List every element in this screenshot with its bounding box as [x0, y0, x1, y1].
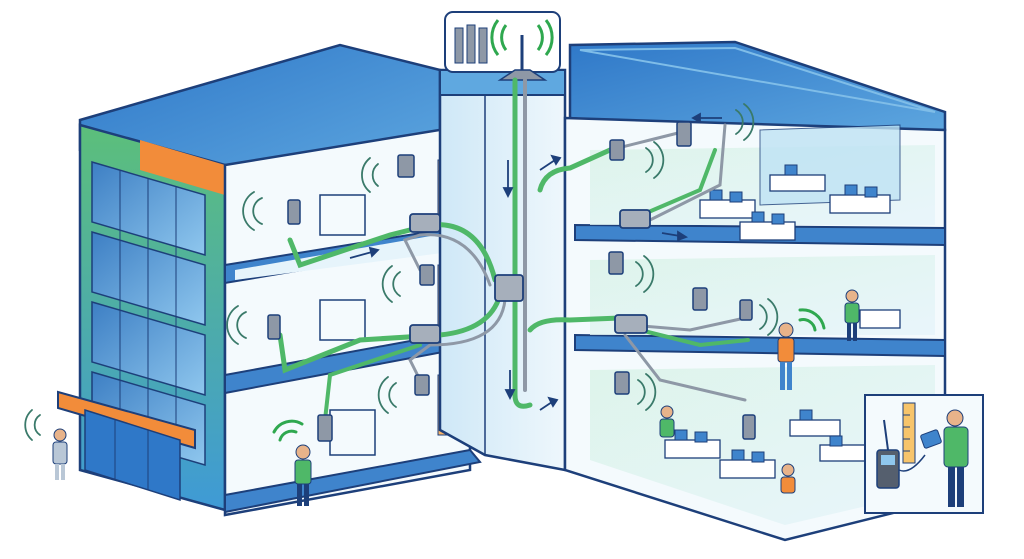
rooftop-equipment [444, 11, 561, 81]
person-seated [780, 463, 796, 494]
panel-antenna-icon [454, 24, 488, 64]
signal-meter-icon [876, 419, 900, 489]
technician-with-tablet [920, 409, 969, 507]
signal-strength-gauge [902, 402, 916, 464]
riser-shaft [438, 68, 567, 472]
monitors [674, 164, 878, 463]
person-lobby [52, 428, 68, 480]
office-desks [664, 174, 901, 479]
person-right-standing [844, 289, 860, 341]
person-ground-floor [294, 444, 312, 506]
donor-antenna-icon [490, 19, 554, 81]
strong-signal-waves [272, 308, 826, 442]
floor-splitter [409, 209, 651, 344]
left-wing [223, 123, 482, 517]
main-splitter [494, 274, 524, 302]
glass-facade-tower [57, 123, 227, 512]
coax-cables [277, 77, 750, 422]
signal-test-inset [864, 394, 984, 514]
indoor-antennas [267, 121, 756, 442]
signal-waves [24, 103, 779, 441]
person-lower-right [659, 405, 675, 438]
entrance-canopy [57, 390, 196, 502]
flow-arrows [349, 112, 722, 411]
person-right-middle [777, 322, 795, 390]
